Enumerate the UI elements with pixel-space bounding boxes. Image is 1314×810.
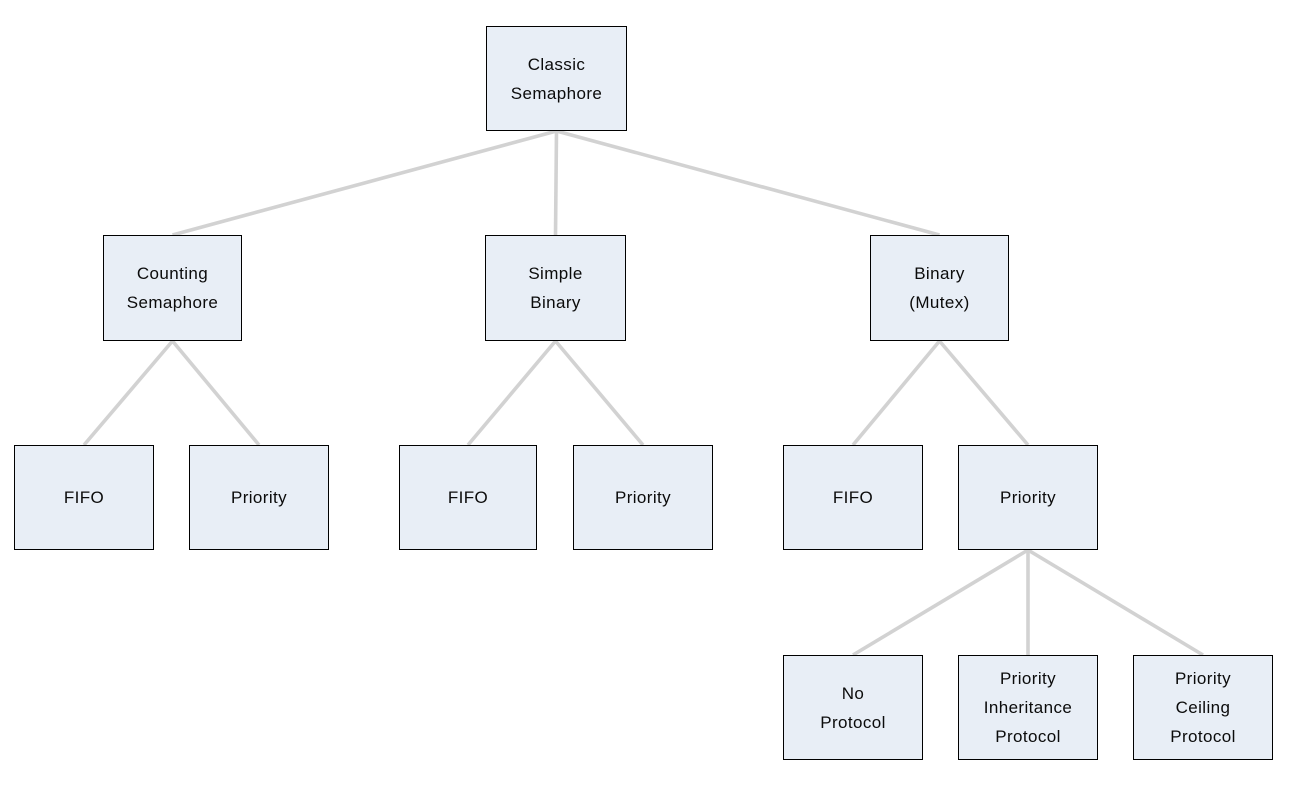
connector-classic-semaphore--counting-semaphore: [172, 129, 557, 237]
node-priority-inheritance-protocol: Priority Inheritance Protocol: [958, 655, 1098, 760]
connector-simple-binary--simple-binary-fifo: [466, 339, 557, 447]
node-label-no-protocol: No Protocol: [820, 683, 886, 732]
node-binary-mutex: Binary (Mutex): [870, 235, 1009, 341]
node-label-classic-semaphore: Classic Semaphore: [510, 54, 603, 103]
connector-binary-mutex--binary-mutex-priority: [938, 339, 1030, 447]
node-label-counting-fifo: FIFO: [63, 488, 105, 507]
connector-counting-semaphore--counting-priority: [171, 339, 261, 447]
connector-classic-semaphore--simple-binary: [553, 130, 559, 236]
node-counting-semaphore: Counting Semaphore: [103, 235, 242, 341]
node-label-simple-binary-priority: Priority: [614, 488, 672, 507]
node-label-counting-priority: Priority: [230, 488, 288, 507]
node-priority-ceiling-protocol: Priority Ceiling Protocol: [1133, 655, 1273, 760]
connector-binary-mutex--binary-mutex-fifo: [851, 339, 941, 447]
node-label-simple-binary: Simple Binary: [528, 264, 583, 312]
connector-binary-mutex-priority--priority-ceiling-protocol: [1027, 548, 1204, 657]
node-label-priority-inheritance-protocol: Priority Inheritance Protocol: [983, 669, 1073, 746]
node-label-counting-semaphore: Counting Semaphore: [126, 264, 219, 312]
node-simple-binary-fifo: FIFO: [399, 445, 537, 550]
connector-classic-semaphore--binary-mutex: [556, 129, 940, 237]
node-label-priority-ceiling-protocol: Priority Ceiling Protocol: [1170, 669, 1236, 746]
node-label-binary-mutex: Binary (Mutex): [909, 264, 970, 312]
connector-counting-semaphore--counting-fifo: [82, 339, 174, 447]
node-counting-fifo: FIFO: [14, 445, 154, 550]
node-no-protocol: No Protocol: [783, 655, 923, 760]
connector-simple-binary--simple-binary-priority: [554, 339, 645, 447]
node-classic-semaphore: Classic Semaphore: [486, 26, 627, 131]
node-label-binary-mutex-priority: Priority: [999, 488, 1057, 507]
node-binary-mutex-priority: Priority: [958, 445, 1098, 550]
node-label-simple-binary-fifo: FIFO: [447, 488, 489, 507]
node-label-binary-mutex-fifo: FIFO: [832, 488, 874, 507]
connector-binary-mutex-priority--no-protocol: [852, 548, 1029, 657]
node-simple-binary-priority: Priority: [573, 445, 713, 550]
node-binary-mutex-fifo: FIFO: [783, 445, 923, 550]
node-counting-priority: Priority: [189, 445, 329, 550]
node-simple-binary: Simple Binary: [485, 235, 626, 341]
